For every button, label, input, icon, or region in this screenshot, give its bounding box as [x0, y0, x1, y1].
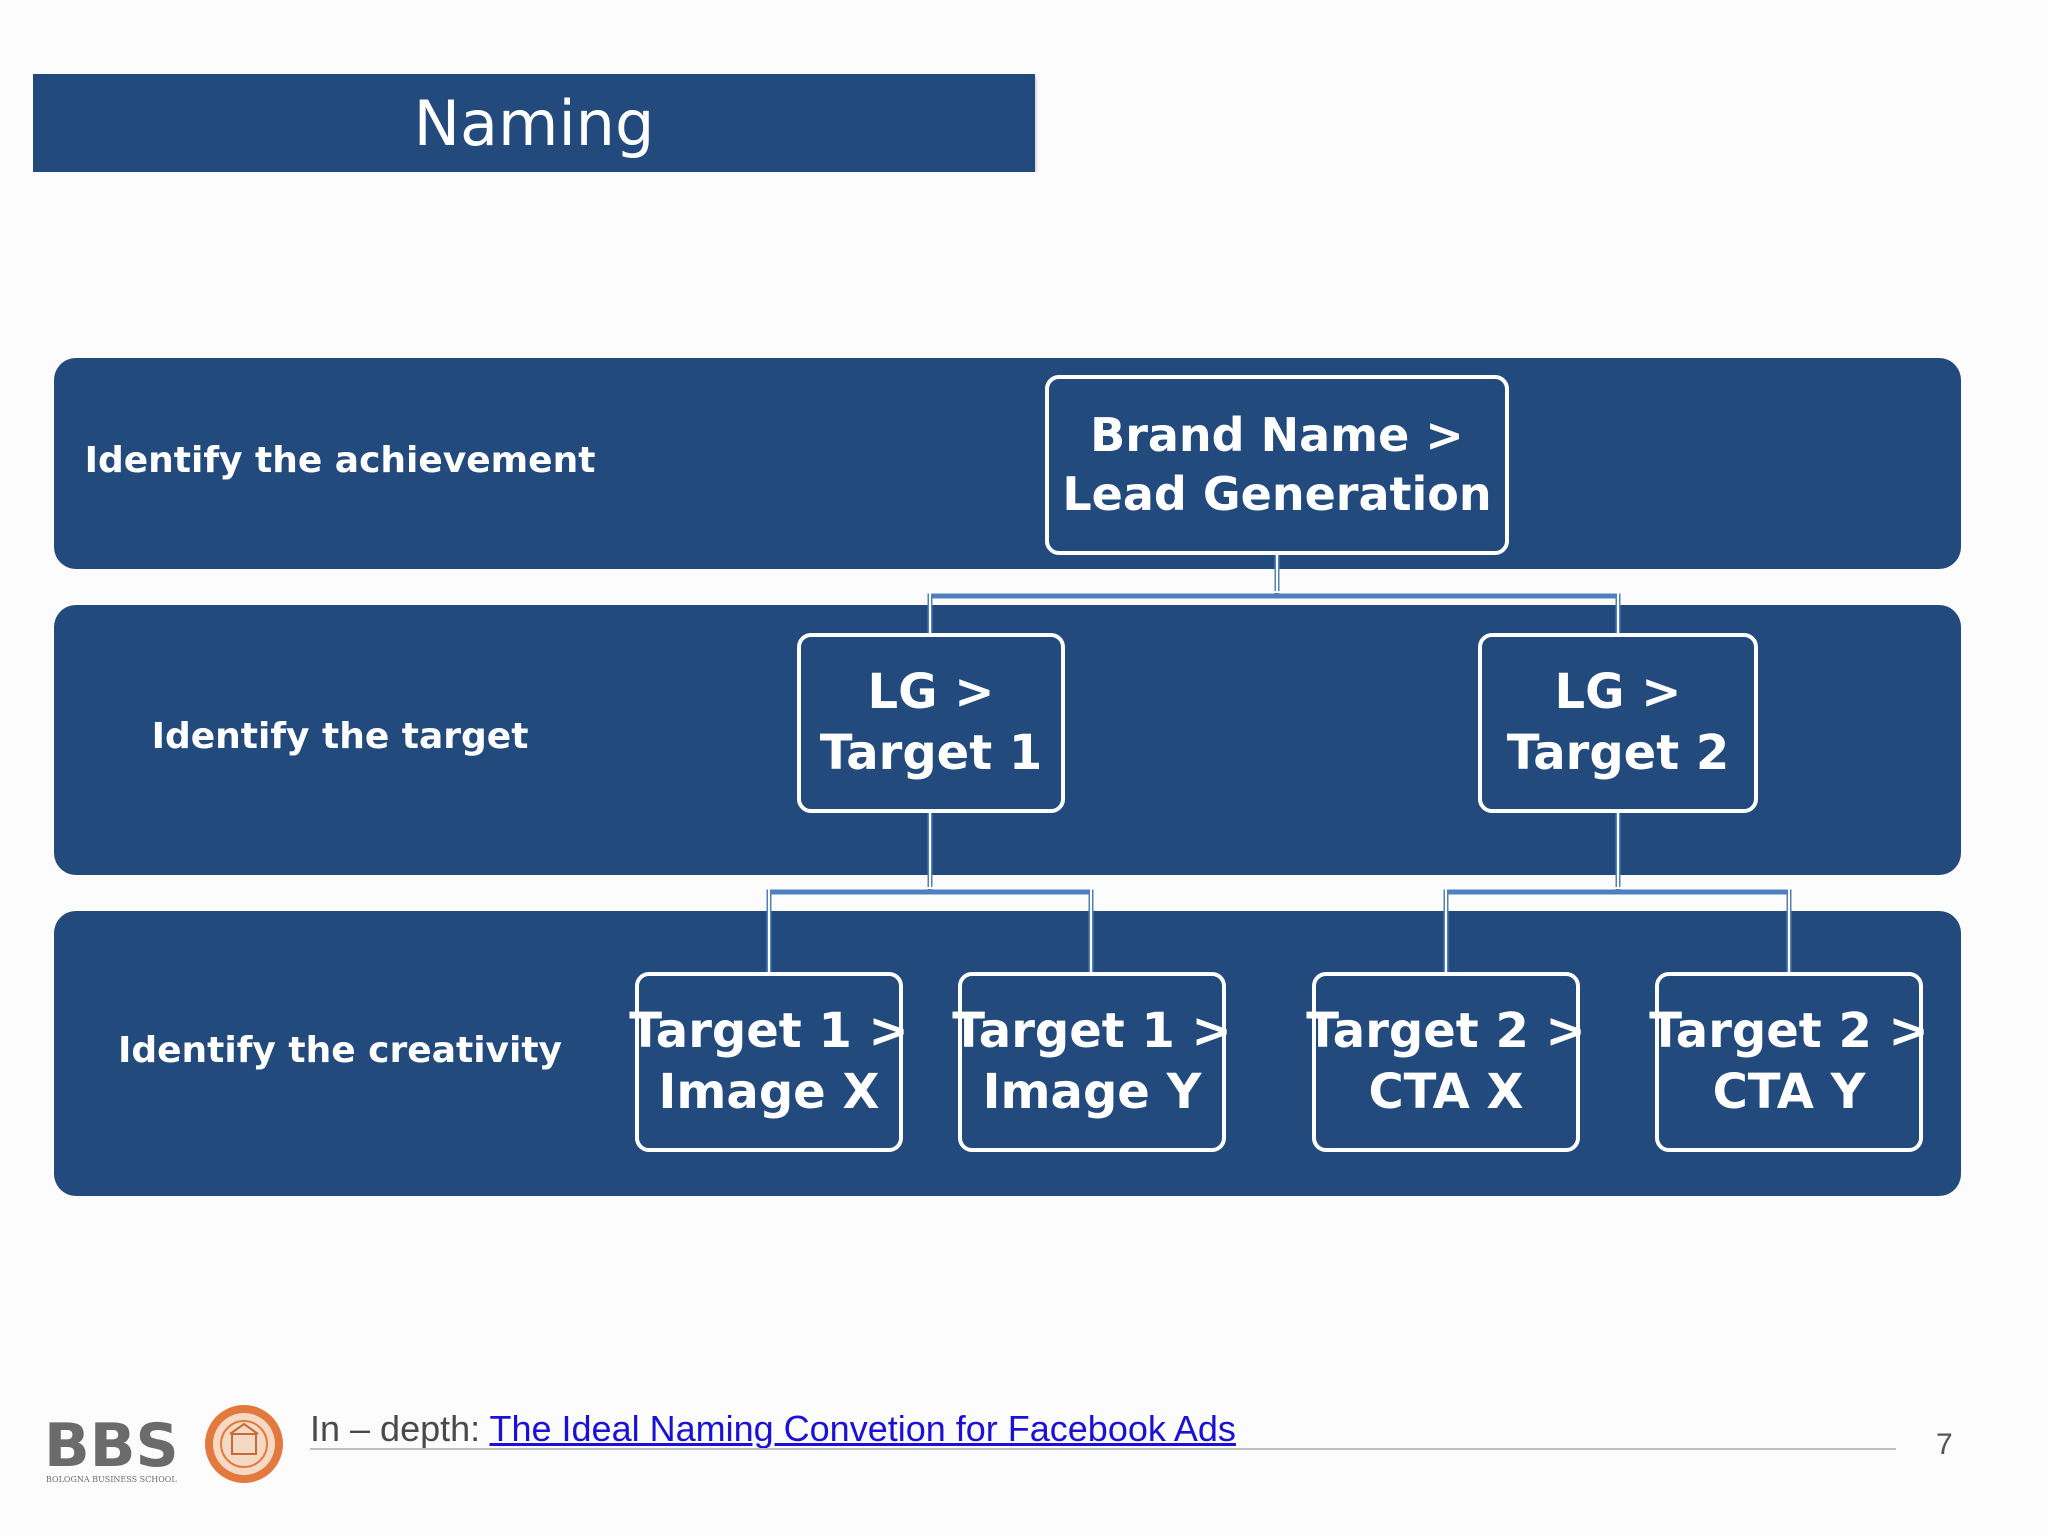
bbs-logo: BBS BOLOGNA BUSINESS SCHOOL — [44, 1405, 283, 1484]
node-line-1: Target 2 > — [1649, 1002, 1929, 1059]
connector-target2-cta-y — [1618, 889, 1792, 972]
node-lg-target-1: LG > Target 1 — [797, 633, 1065, 813]
connector-target1-children — [766, 811, 933, 972]
level-label-achievement: Identify the achievement — [84, 440, 596, 481]
footer-prefix: In – depth: — [310, 1408, 490, 1449]
connector-root-target2 — [1277, 593, 1621, 634]
band-achievement — [54, 358, 1961, 569]
node-line-1: LG > — [867, 663, 995, 720]
node-line-1: Target 1 > — [629, 1002, 909, 1059]
page-number: 7 — [1936, 1428, 1953, 1461]
title-bar — [33, 74, 1035, 172]
node-target2-cta-x: Target 2 > CTA X — [1306, 972, 1586, 1152]
node-line-2: Target 1 — [819, 725, 1043, 781]
university-seal-icon — [205, 1405, 283, 1483]
level-label-target: Identify the target — [151, 716, 529, 757]
node-line-2: Lead Generation — [1062, 467, 1492, 521]
node-line-1: Target 2 > — [1306, 1002, 1586, 1059]
node-line-1: LG > — [1554, 663, 1682, 720]
node-line-2: Target 2 — [1506, 725, 1730, 781]
node-line-2: Image X — [658, 1064, 880, 1120]
node-target2-cta-y: Target 2 > CTA Y — [1649, 972, 1929, 1152]
footer-divider — [310, 1448, 1896, 1450]
logo-subtext: BOLOGNA BUSINESS SCHOOL — [46, 1475, 177, 1484]
connector-root-targets — [927, 553, 1280, 634]
logo-wordmark: BBS — [44, 1411, 179, 1481]
footer-reference: In – depth: The Ideal Naming Convetion f… — [310, 1408, 1236, 1450]
node-line-2: Image Y — [982, 1064, 1202, 1120]
node-line-1: Target 1 > — [952, 1002, 1232, 1059]
node-lg-target-2: LG > Target 2 — [1478, 633, 1758, 813]
connector-target1-image-y — [930, 889, 1094, 972]
node-brand-lead-generation: Brand Name > Lead Generation — [1045, 375, 1509, 555]
footer-link[interactable]: The Ideal Naming Convetion for Facebook … — [489, 1408, 1236, 1449]
node-target1-image-y: Target 1 > Image Y — [952, 972, 1232, 1152]
node-line-1: Brand Name > — [1090, 408, 1464, 463]
slide-title: Naming — [413, 86, 655, 160]
level-label-creativity: Identify the creativity — [117, 1030, 563, 1071]
node-line-2: CTA Y — [1712, 1064, 1866, 1120]
node-target1-image-x: Target 1 > Image X — [629, 972, 909, 1152]
connector-target2-children — [1443, 811, 1621, 972]
node-line-2: CTA X — [1368, 1064, 1524, 1120]
